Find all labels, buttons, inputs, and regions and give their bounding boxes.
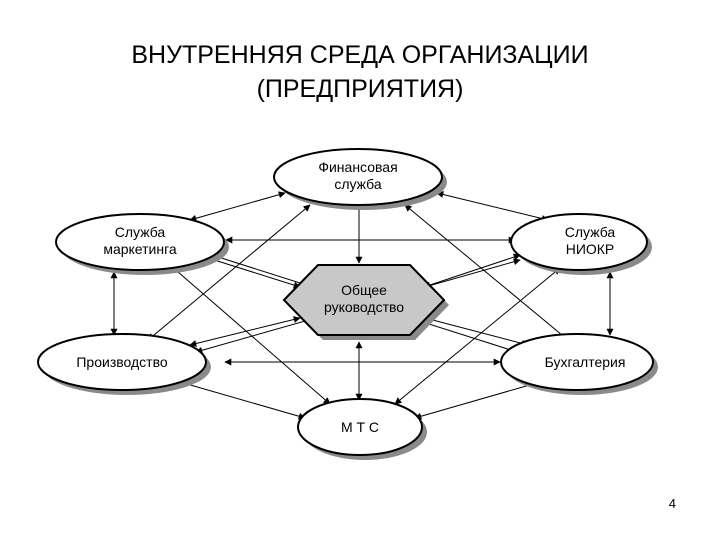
node-label-line1: Служба — [565, 224, 616, 240]
node-shape — [55, 213, 225, 271]
link-marketing-management — [207, 256, 301, 289]
link-finance-marketing — [189, 191, 286, 222]
node-label-line2: НИОКР — [566, 241, 615, 257]
link-management-accounting — [424, 316, 529, 347]
node-label-line2: маркетинга — [103, 241, 177, 257]
node-mts: М Т С — [297, 398, 427, 460]
link-accounting-mts — [414, 380, 541, 420]
node-production: Производство — [37, 333, 211, 395]
node-rnd: Служба НИОКР — [510, 213, 652, 275]
node-marketing: Служба маркетинга — [55, 213, 229, 275]
link-management-production — [189, 316, 301, 347]
link-production-mts — [179, 380, 306, 420]
node-label: Производство — [76, 354, 167, 370]
node-label-line1: Общее — [341, 282, 387, 298]
node-shape — [500, 333, 654, 391]
node-label-line2: служба — [334, 176, 382, 192]
node-shape — [282, 264, 446, 336]
node-accounting: Бухгалтерия — [500, 333, 658, 395]
node-label-line2: руководство — [324, 299, 404, 315]
node-management: Общее руководство — [282, 264, 449, 340]
node-label: Бухгалтерия — [545, 354, 626, 370]
node-shape — [510, 213, 648, 271]
link-finance-rnd — [436, 191, 549, 222]
slide-title: ВНУТРЕННЯЯ СРЕДА ОРГАНИЗАЦИИ (ПРЕДПРИЯТИ… — [0, 38, 720, 106]
title-line-1: ВНУТРЕННЯЯ СРЕДА ОРГАНИЗАЦИИ — [131, 41, 589, 69]
link-rnd-management — [423, 253, 521, 289]
node-label-line1: Финансовая — [318, 159, 397, 175]
node-finance: Финансовая служба — [273, 148, 447, 210]
node-label-line1: Служба — [115, 224, 166, 240]
node-shape — [273, 148, 443, 206]
node-label: М Т С — [341, 419, 379, 435]
title-line-2: (ПРЕДПРИЯТИЯ) — [256, 75, 464, 103]
node-shape — [37, 333, 207, 391]
page-number: 4 — [668, 496, 676, 511]
node-shape — [297, 398, 423, 456]
